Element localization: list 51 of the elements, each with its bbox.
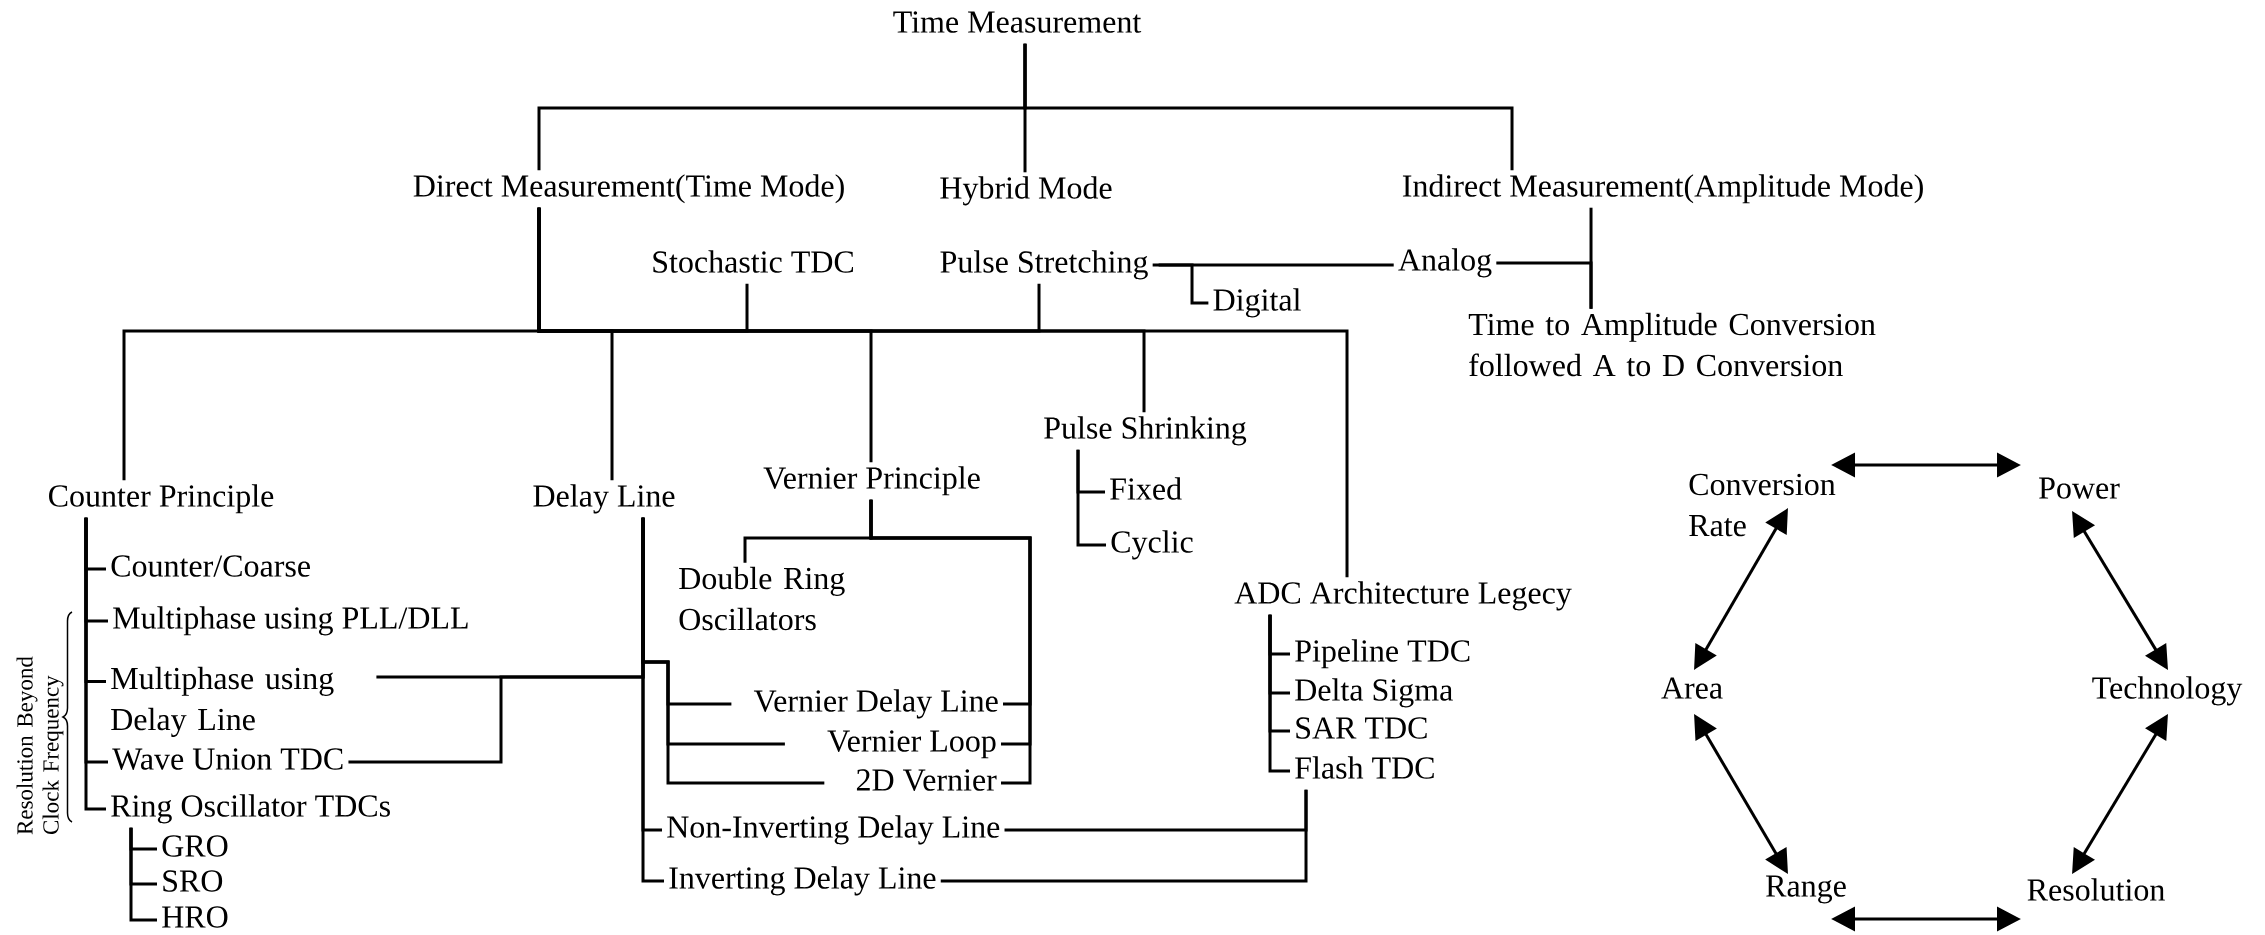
- factor-text: Range: [1766, 875, 1846, 904]
- connector-line: [129, 827, 157, 922]
- category-text: Fixed: [1110, 477, 1182, 500]
- category-text: ADC Architecture Legecy: [1234, 581, 1572, 611]
- category-text: Non-Inverting Delay Line: [667, 815, 1000, 845]
- connector-line: [1152, 263, 1209, 305]
- category-text: Ring Oscillator TDCs: [111, 794, 390, 824]
- category-text: Counter/Coarse: [111, 555, 310, 577]
- category-text: Counter Principle: [49, 484, 274, 514]
- category-text: GRO: [162, 835, 228, 857]
- connector-line: [537, 207, 1349, 578]
- connector-line: [1268, 614, 1290, 773]
- category-text: Cyclic: [1111, 530, 1193, 560]
- category-text: Direct Measurement(Time Mode): [413, 174, 844, 204]
- connector-line: [84, 517, 106, 811]
- connector-line: [940, 789, 1308, 883]
- connector-line: [1023, 43, 1514, 171]
- category-text: Vernier Principle: [763, 466, 980, 496]
- factor-text: Technology: [2092, 676, 2243, 706]
- category-text: Wave Union TDC: [112, 748, 343, 770]
- category-text: Hybrid Mode: [940, 176, 1112, 206]
- connector-line: [1076, 449, 1106, 547]
- category-text: Pipeline TDC: [1295, 639, 1470, 669]
- category-text: HRO: [162, 906, 228, 928]
- category-text: Digital: [1213, 288, 1301, 318]
- category-text: SAR TDC: [1296, 717, 1427, 739]
- category-text: Stochastic TDC: [653, 250, 853, 273]
- category-text: Double Ring Oscillators: [679, 566, 845, 631]
- category-text: Vernier Loop: [827, 730, 996, 759]
- category-text: Flash TDC: [1295, 756, 1434, 779]
- category-text: SRO: [163, 870, 223, 892]
- side-label: Resolution Beyond Clock Frequency: [16, 656, 64, 835]
- category-text: Delta Sigma: [1295, 678, 1453, 708]
- factor-text: Resolution: [2027, 878, 2165, 901]
- category-text: Vernier Delay Line: [753, 689, 998, 719]
- connector-line: [641, 517, 664, 883]
- category-text: 2D Vernier: [856, 769, 997, 791]
- factor-text: Power: [2039, 477, 2120, 499]
- category-text: Pulse Shrinking: [1044, 416, 1247, 446]
- factor-text: Conversion Rate: [1689, 473, 1836, 537]
- category-text: Analog: [1398, 248, 1492, 278]
- category-text: Multiphase using PLL/DLL: [113, 606, 468, 636]
- factor-text: Area: [1661, 677, 1723, 699]
- category-text: Multiphase using Delay Line: [111, 666, 334, 737]
- category-text: Pulse Stretching: [940, 250, 1148, 280]
- category-text: Indirect Measurement(Amplitude Mode): [1402, 174, 1923, 204]
- category-text: Time to Amplitude Conversion followed A to D Conversion: [1468, 312, 1876, 377]
- connector-line: [1496, 261, 1593, 309]
- category-text: Delay Line: [533, 484, 675, 514]
- category-text: Inverting Delay Line: [669, 866, 936, 896]
- category-text: Time Measurement: [893, 11, 1142, 33]
